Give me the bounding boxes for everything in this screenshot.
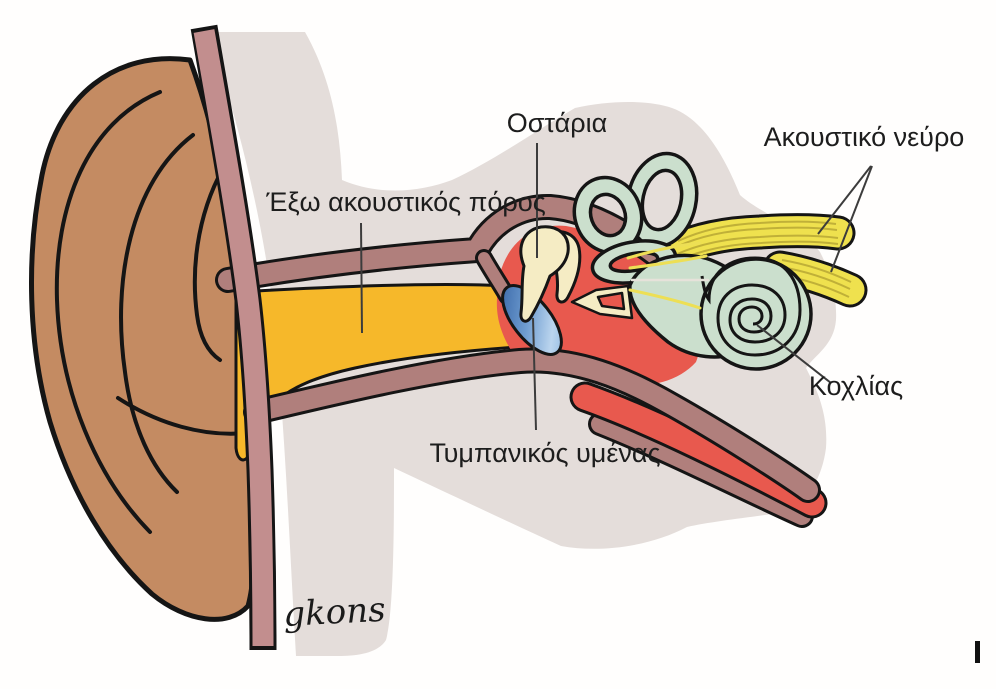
artist-signature: gkons bbox=[282, 590, 386, 635]
ossicles bbox=[519, 225, 634, 323]
label-tympanic-membrane: Τυμπανικός υμένας bbox=[429, 438, 660, 468]
pinna-fold-lines bbox=[54, 90, 248, 534]
acoustic-nerve bbox=[656, 213, 868, 308]
label-cochlea: Κοχλίας bbox=[809, 371, 903, 401]
pointer-tympanic-membrane bbox=[532, 317, 537, 431]
nerve-fibers bbox=[626, 241, 710, 310]
stapes bbox=[570, 284, 634, 320]
pointer-cochlea bbox=[756, 324, 832, 384]
cochlea-spiral bbox=[700, 256, 802, 357]
pointer-lines bbox=[360, 143, 873, 431]
pointer-nerve-upper bbox=[817, 165, 872, 235]
text-cursor-bar bbox=[975, 641, 980, 663]
label-external-canal: Έξω ακουστικός πόρος bbox=[265, 187, 545, 217]
label-ossicles: Οστάρια bbox=[507, 108, 608, 138]
canal-bottom-wall bbox=[243, 347, 821, 503]
malleus bbox=[519, 225, 570, 323]
skin-band bbox=[190, 24, 277, 651]
pointer-nerve-lower bbox=[830, 165, 873, 273]
tympanic-membrane bbox=[501, 284, 563, 356]
label-acoustic-nerve: Ακουστικό νεύρο bbox=[764, 122, 965, 152]
pointer-external-canal bbox=[360, 222, 363, 334]
